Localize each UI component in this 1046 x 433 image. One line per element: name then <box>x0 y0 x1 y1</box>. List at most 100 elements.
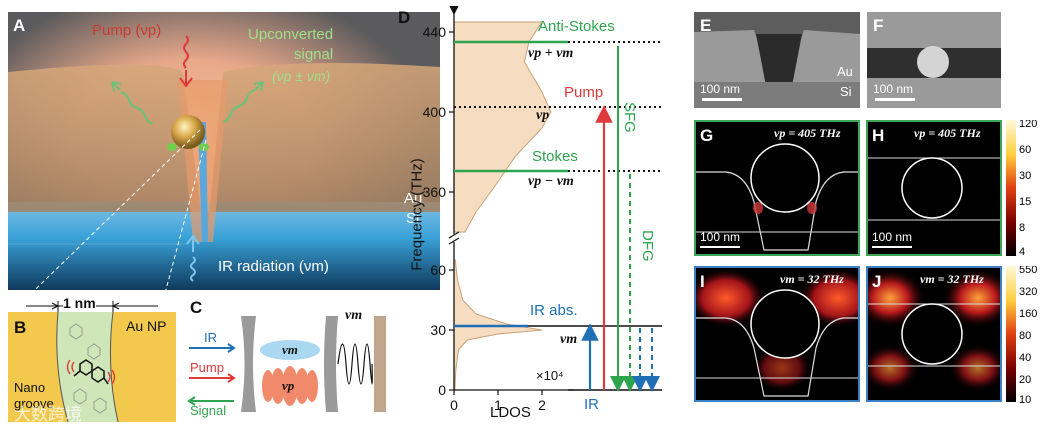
panel-b: B 1 nm Au NP Nano groove <box>8 298 176 422</box>
vm-oscillation <box>337 343 373 385</box>
nano-label: Nano <box>14 380 46 395</box>
ir-label-d: IR <box>584 396 599 413</box>
y-axis-label: Frequency (THz) <box>408 158 426 271</box>
panel-a: A Pump (νp) Upconverted signal (νp ± νm)… <box>8 12 440 290</box>
upconverted-label-1: Upconverted <box>248 26 334 43</box>
stokes-label: Stokes <box>532 148 578 165</box>
cb-bottom-tick-0: 550 <box>1019 266 1038 276</box>
panel-i: I νm = 32 THz <box>694 266 860 402</box>
ir-arrow <box>186 234 200 252</box>
freq-label-h: νp = 405 THz <box>914 126 981 140</box>
vibration-marks <box>66 359 116 385</box>
colorbar-bottom-gradient <box>1006 266 1016 402</box>
si-label: Si <box>406 210 420 227</box>
groove-outline-i <box>696 317 858 397</box>
signal-arrow-left <box>111 81 122 92</box>
ir-radiation-label: IR radiation (νm) <box>218 258 329 275</box>
field-i-left <box>696 268 766 328</box>
freq-label-g: νp = 405 THz <box>774 126 841 140</box>
watermark: 大数跨境 <box>14 405 82 424</box>
pump-label: Pump (νp) <box>92 22 162 39</box>
nanoparticle-outline-h <box>901 157 963 219</box>
groove-field <box>198 122 208 242</box>
scale-1nm: 1 nm <box>63 298 96 311</box>
au-np-label: Au NP <box>126 318 167 334</box>
vp-cavity-label: νp <box>282 378 295 393</box>
hotspot-g-right <box>807 202 817 214</box>
panel-c-illustration <box>187 316 386 412</box>
y-tick-upper-0: 440 <box>423 24 447 40</box>
vp-label-d: νp <box>536 108 550 123</box>
y-tick-lower-1: 30 <box>430 322 446 338</box>
colorbar-bottom: 550 320 160 80 40 20 10 <box>1006 266 1046 410</box>
upconverted-label-2: signal <box>294 46 334 63</box>
cb-top-tick-3: 15 <box>1019 196 1032 208</box>
groove-label: groove <box>14 396 54 411</box>
anti-stokes-label: Anti-Stokes <box>538 18 615 35</box>
vm-mode <box>260 340 320 360</box>
panel-g-label: G <box>700 126 714 145</box>
signal-arrow-right <box>253 81 264 92</box>
freq-label-i: νm = 32 THz <box>780 272 844 286</box>
nanoparticle-outline-g <box>750 143 820 213</box>
signal-wave-right <box>222 89 256 123</box>
stokes-formula: νp − νm <box>528 174 574 189</box>
cb-bottom-tick-2: 160 <box>1019 308 1038 320</box>
panel-g-field <box>696 143 858 251</box>
si-layer <box>8 202 440 290</box>
x-tick-1: 1 <box>494 397 502 413</box>
zoom-lines <box>11 129 207 313</box>
si-label-e: Si <box>840 84 852 99</box>
signal-wave-left <box>120 91 154 125</box>
au-layer <box>8 63 440 227</box>
cb-top-tick-2: 30 <box>1019 170 1032 182</box>
scale-bar-h <box>872 246 912 248</box>
upconverted-label-3: (νp ± νm) <box>272 68 331 84</box>
gap-edge-left <box>56 311 69 422</box>
scale-label-h: 100 nm <box>872 230 913 244</box>
field-j-right-low <box>948 344 1000 392</box>
scale-bar-e <box>702 98 742 101</box>
panel-c: C IR Pump Signal νm νm νp <box>186 298 386 424</box>
scale-bar-g <box>700 246 740 248</box>
vm-cavity-label: νm <box>282 342 298 357</box>
hotspot-g-left <box>753 202 763 214</box>
ir-abs-label: IR abs. <box>530 302 578 319</box>
pump-input-label: Pump <box>190 360 224 375</box>
pump-wave <box>183 35 189 69</box>
colorbar-top-gradient <box>1006 120 1016 256</box>
signal-output-arrow <box>187 396 234 406</box>
panel-i-label: I <box>700 272 705 291</box>
gap-edge-right <box>109 311 119 422</box>
panel-b-label: B <box>14 318 27 337</box>
gold-nanoparticle <box>171 115 205 149</box>
field-j-left-low <box>868 344 920 392</box>
cb-top-tick-5: 4 <box>1019 246 1026 258</box>
colorbar-top: 120 60 30 15 8 4 <box>1006 120 1046 260</box>
cb-top-tick-4: 8 <box>1019 222 1026 234</box>
axis-break-1 <box>448 231 460 239</box>
x-axis-label: LDOS <box>490 404 531 421</box>
vp-mode <box>262 366 318 406</box>
ir-wave <box>190 256 196 282</box>
anti-stokes-formula: νp + νm <box>528 46 574 61</box>
zoom-line-left <box>11 129 201 313</box>
x-tick-0: 0 <box>450 397 458 413</box>
vm-top-label: νm <box>345 308 363 323</box>
signal-output-label: Signal <box>190 403 227 418</box>
cb-bottom-tick-3: 80 <box>1019 330 1032 342</box>
mirror-middle <box>324 316 338 412</box>
sem-si-e <box>694 82 860 108</box>
cb-bottom-tick-5: 20 <box>1019 374 1032 386</box>
dfg-label: DFG <box>639 230 656 262</box>
panel-f-label: F <box>873 16 884 35</box>
x-multiplier: ×10⁴ <box>536 368 564 383</box>
panel-b-illustration <box>8 301 176 422</box>
panel-j-field <box>868 268 1000 392</box>
y-tick-lower-0: 60 <box>430 262 446 278</box>
cb-bottom-tick-1: 320 <box>1019 286 1038 298</box>
x-tick-2: 2 <box>538 397 546 413</box>
sem-groove-e <box>756 34 802 86</box>
